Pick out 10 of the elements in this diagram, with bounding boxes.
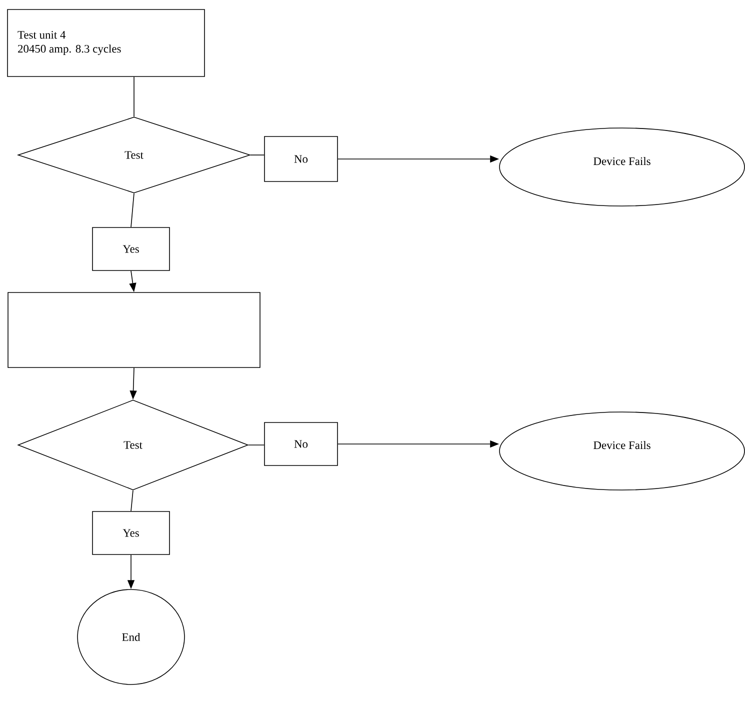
connector-line — [130, 193, 134, 228]
label-box: No — [264, 136, 338, 182]
connector-line — [130, 490, 134, 512]
connector-line — [250, 154, 264, 156]
connector-line — [248, 444, 264, 446]
label-box: Yes — [92, 227, 170, 271]
process-box: Test unit 4 20450 amp. 8.3 cycles — [7, 9, 205, 77]
label-box: Yes — [92, 511, 170, 555]
label-box: No — [264, 422, 338, 466]
process-box — [8, 292, 260, 368]
